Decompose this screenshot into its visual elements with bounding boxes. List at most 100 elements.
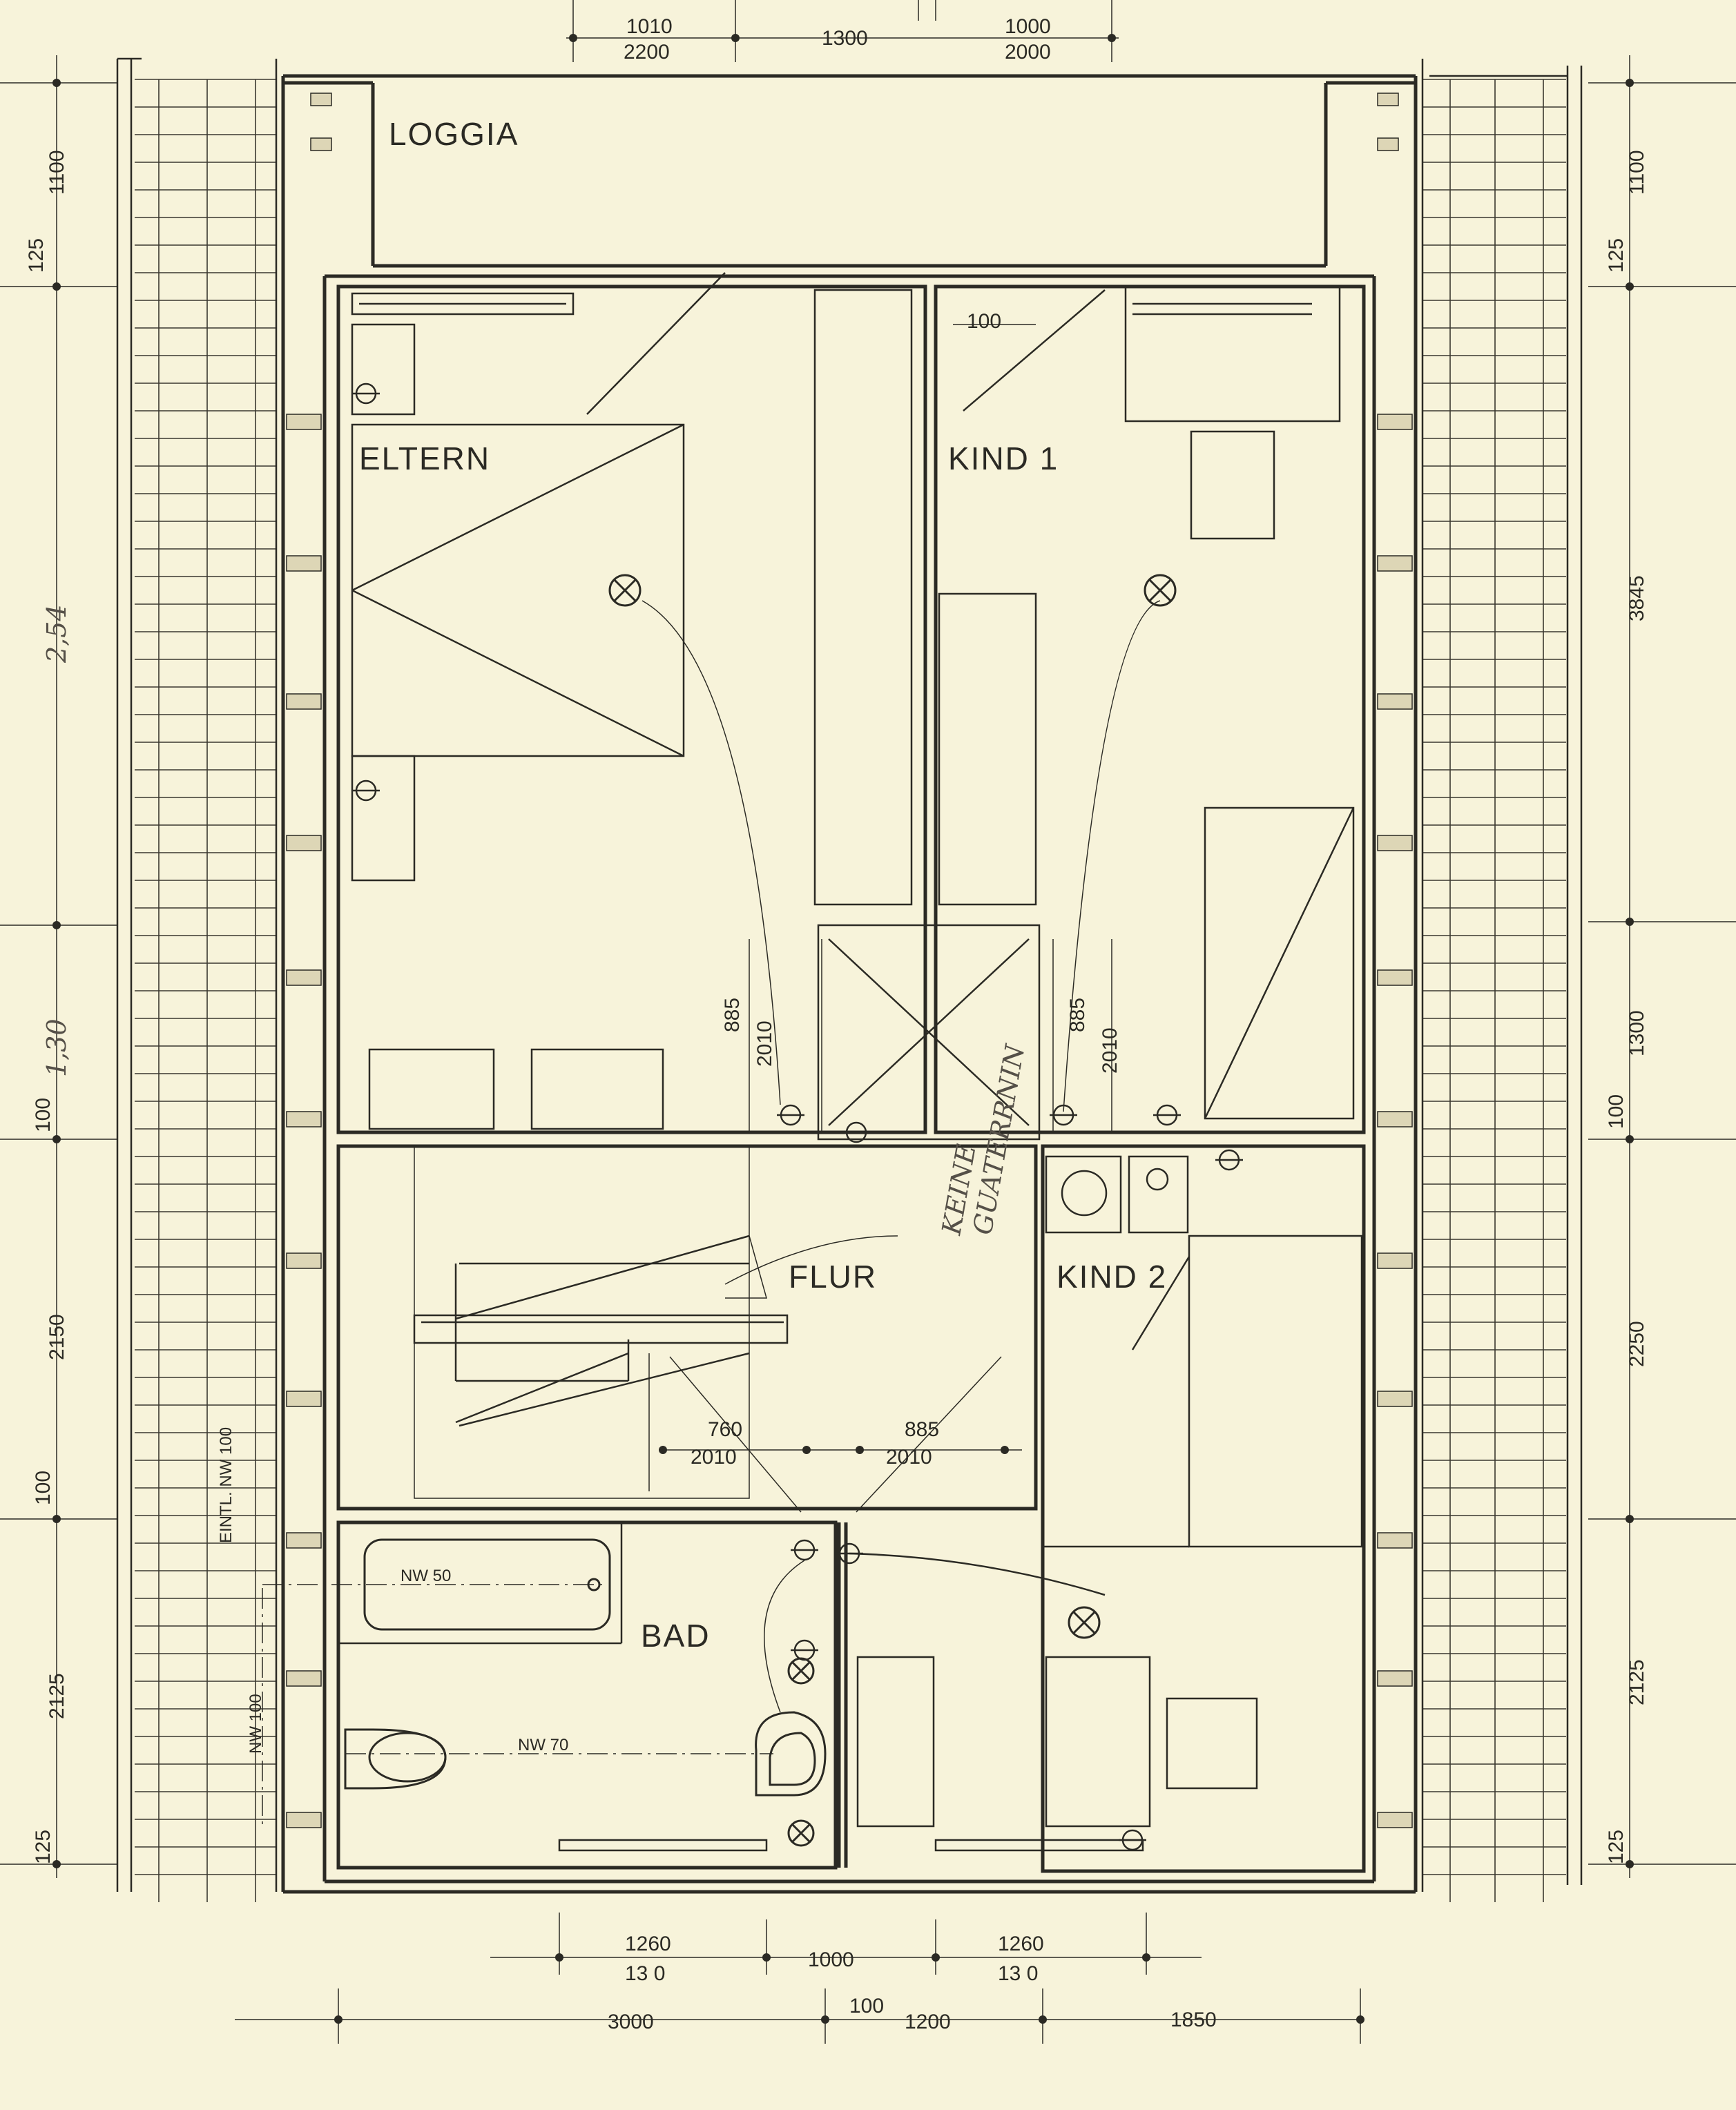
- dimension-dot: [1626, 918, 1634, 926]
- roof-strip-right: [1422, 79, 1566, 1902]
- pipe-label-vertical: NW 100: [247, 1694, 265, 1754]
- room-label-loggia: LOGGIA: [389, 116, 519, 152]
- exterior-walls: [281, 74, 1418, 1894]
- dim-left-2125: 2125: [46, 1673, 68, 1719]
- kind1-inner-dim: 100: [967, 310, 1001, 333]
- ceiling-light-icon: [608, 574, 642, 607]
- pipe-label-entry: EINTL. NW 100: [217, 1427, 235, 1543]
- wall-hatch-left: [286, 1111, 322, 1127]
- wall-hatch-right: [1377, 1812, 1413, 1828]
- dimension-dot: [52, 1515, 61, 1523]
- pipe-label-toilet: NW 70: [518, 1736, 568, 1754]
- loggia-hatch: [1377, 137, 1399, 151]
- ceiling-light-cross: [1072, 1611, 1096, 1634]
- dim-left-125-top: 125: [25, 238, 48, 273]
- wall-hatch-left: [286, 1391, 322, 1407]
- room-label-bad: BAD: [641, 1618, 711, 1654]
- dimension-dot: [52, 1860, 61, 1868]
- dimension-dot: [1626, 282, 1634, 291]
- dim-right-2250: 2250: [1626, 1321, 1648, 1367]
- wall-hatch-left: [286, 414, 322, 430]
- room-label-flur: FLUR: [789, 1259, 877, 1295]
- dim-bottom-1200: 1200: [905, 2011, 951, 2033]
- wall-hatch-right: [1377, 1391, 1413, 1407]
- dim-top-2000: 2000: [1005, 41, 1051, 64]
- dim-right-2125: 2125: [1626, 1659, 1648, 1705]
- room-label-eltern: ELTERN: [359, 441, 490, 476]
- dimension-dot: [52, 282, 61, 291]
- door-dim-kind1-width: 885: [1066, 998, 1089, 1032]
- room-label-kind1: KIND 1: [948, 441, 1059, 476]
- dimension-dot: [52, 79, 61, 87]
- dim-bottom-1260-right: 1260: [998, 1933, 1044, 1955]
- dim-bottom-100: 100: [849, 1995, 884, 2017]
- door-dim-kind2-width: 885: [905, 1418, 939, 1441]
- dimension-dot: [1001, 1446, 1009, 1454]
- kind2-furniture: [849, 1155, 1363, 1828]
- dimension-dot: [1626, 1135, 1634, 1143]
- dim-right-3845: 3845: [1626, 575, 1648, 621]
- pipe-label-bath: NW 50: [401, 1567, 451, 1585]
- ceiling-light-icon: [1068, 1606, 1101, 1639]
- dimension-dot: [659, 1446, 667, 1454]
- bottom-windows: [558, 1839, 1144, 1852]
- dimension-dots: [52, 34, 1634, 2024]
- wall-hatch-right: [1377, 1252, 1413, 1269]
- dimension-dot: [932, 1953, 940, 1962]
- wiring-curves: [642, 600, 1161, 1713]
- wall-hatch-left: [286, 835, 322, 851]
- dimension-dot: [1626, 1515, 1634, 1523]
- dim-bottom-3000: 3000: [608, 2011, 654, 2033]
- dimension-dot: [802, 1446, 811, 1454]
- dim-left-100-low: 100: [32, 1471, 55, 1505]
- bath-fixtures: [338, 1522, 827, 1847]
- dimension-dot: [569, 34, 577, 42]
- handwritten-left-a: 2,54: [41, 604, 72, 664]
- dim-right-1300: 1300: [1626, 1010, 1648, 1056]
- dim-right-100: 100: [1605, 1094, 1628, 1129]
- dimension-dot: [1626, 79, 1634, 87]
- wall-hatch-right: [1377, 1532, 1413, 1549]
- dimension-dot: [821, 2015, 829, 2024]
- ceiling-light-cross: [613, 579, 637, 602]
- dim-left-125-bottom: 125: [32, 1830, 55, 1864]
- dim-bottom-130-left: 13 0: [625, 1962, 665, 1985]
- pipe-lines: [262, 1584, 773, 1830]
- door-dim-bad-width: 760: [708, 1418, 742, 1441]
- dim-left-100-mid: 100: [32, 1098, 55, 1132]
- dim-right-125-bottom: 125: [1605, 1830, 1628, 1864]
- wall-hatch-left: [286, 969, 322, 986]
- wall-hatch-right: [1377, 414, 1413, 430]
- dimension-dot: [1108, 34, 1116, 42]
- roof-frames: [116, 57, 1583, 1892]
- wall-hatch-right: [1377, 1111, 1413, 1127]
- dim-top-1300: 1300: [822, 27, 868, 50]
- dim-bottom-130-right: 13 0: [998, 1962, 1038, 1985]
- dimension-dot: [1356, 2015, 1364, 2024]
- dimension-dot: [52, 1135, 61, 1143]
- handwritten-left-b: 1,30: [41, 1018, 72, 1077]
- dimension-lines: [0, 0, 1736, 2044]
- door-dim-eltern-width: 885: [721, 998, 744, 1032]
- dim-bottom-1260-left: 1260: [625, 1933, 671, 1955]
- interior-walls: [336, 284, 1366, 1873]
- dim-bottom-1000: 1000: [808, 1948, 854, 1971]
- dim-top-2200: 2200: [624, 41, 670, 64]
- ceiling-light-cross: [1148, 579, 1172, 602]
- wall-hatch-right: [1377, 693, 1413, 710]
- wall-hatch-right: [1377, 969, 1413, 986]
- wall-hatch-left: [286, 693, 322, 710]
- roof-strip-left: [135, 79, 276, 1902]
- flur-lines: [648, 1235, 1022, 1513]
- wall-hatch-left: [286, 1252, 322, 1269]
- dimension-dot: [555, 1953, 563, 1962]
- dim-right-1100: 1100: [1626, 150, 1648, 195]
- dim-left-1100: 1100: [46, 150, 68, 195]
- wall-hatch-right: [1377, 835, 1413, 851]
- dim-top-1010: 1010: [626, 15, 673, 38]
- kind1-furniture: [963, 285, 1355, 1120]
- wall-hatch-left: [286, 1812, 322, 1828]
- dim-top-1000: 1000: [1005, 15, 1051, 38]
- wall-hatch-left: [286, 1670, 322, 1687]
